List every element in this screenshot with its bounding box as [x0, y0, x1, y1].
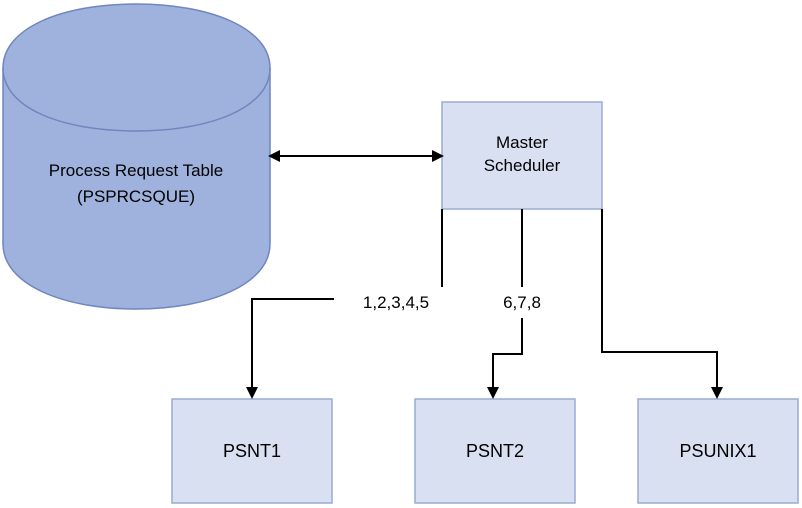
database-top-rim: [2, 67, 271, 132]
psunix1-label: PSUNIX1: [679, 441, 757, 461]
database-body-shape: [2, 3, 271, 310]
psnt2-arrow-connector: [487, 318, 523, 399]
scheduler-to-psunix1-connector: [601, 209, 723, 399]
psnt1-label: PSNT1: [222, 441, 282, 461]
psnt1-arrow-connector: [246, 298, 334, 399]
psnt1-box: [171, 398, 333, 504]
psnt2-label: PSNT2: [465, 441, 525, 461]
psnt2-box: [414, 398, 576, 504]
database-label-line-2: (PSPRCSQUE): [76, 187, 196, 206]
process-request-table-database: [2, 3, 271, 310]
psunix1-box: [637, 398, 799, 504]
psnt1-route-label: 1,2,3,4,5: [354, 292, 438, 314]
master-scheduler-label-line-1: Master: [496, 133, 548, 152]
master-scheduler-label-line-2: Scheduler: [483, 156, 561, 175]
master-scheduler-box: [441, 101, 603, 210]
psnt2-route-label: 6,7,8: [494, 292, 550, 314]
database-label-line-1: Process Request Table: [48, 161, 224, 180]
